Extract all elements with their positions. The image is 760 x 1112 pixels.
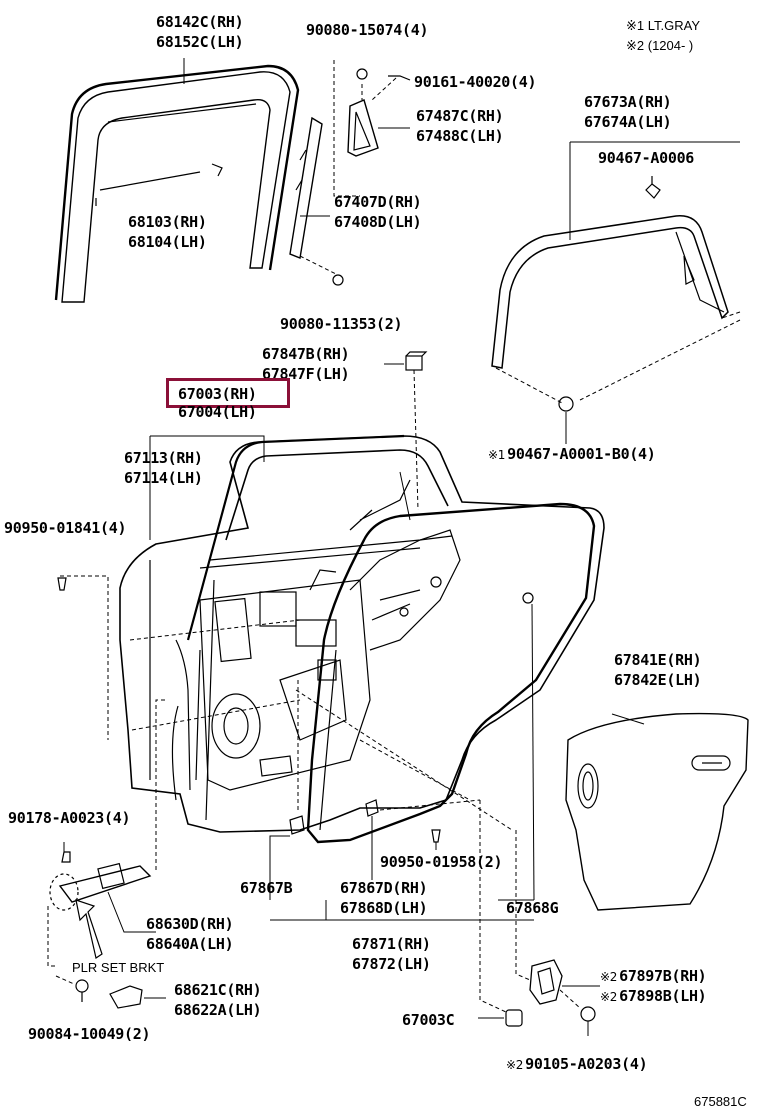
label-90950-01841: 90950-01841(4) [4,519,127,537]
rear-door-panel [60,435,605,833]
mark-2a: ※2 [600,970,618,984]
legend-note-1: ※1 LT.GRAY [626,18,700,33]
label-67487c: 67487C(RH) [416,107,504,125]
label-67842e: 67842E(LH) [614,671,702,689]
service-hole-cover [565,712,749,911]
pad-67003c [478,800,523,1027]
label-67003c: 67003C [402,1011,455,1029]
mark-2b: ※2 [600,990,618,1004]
bracket-67897 [515,830,600,1005]
label-67867b: 67867B [240,879,293,897]
door-glass [61,71,291,303]
label-67847b: 67847B(RH) [262,345,350,363]
highlight-box [166,378,290,408]
label-67841e: 67841E(RH) [614,651,702,669]
division-bar [289,116,344,286]
label-67407d: 67407D(RH) [334,193,422,211]
label-67674a: 67674A(LH) [584,113,672,131]
label-90084-10049: 90084-10049(2) [28,1025,151,1043]
bolt-90105 [559,989,596,1036]
clip-67867d [365,799,379,880]
label-67868g: 67868G [506,899,559,917]
bracket-68621 [109,985,166,1009]
label-67113: 67113(RH) [124,449,203,467]
label-67004: 67004(LH) [178,403,257,421]
label-67408d: 67408D(LH) [334,213,422,231]
mark-2c: ※2 [506,1058,524,1072]
door-opening-weatherstrip [306,502,596,901]
label-90161-40020: 90161-40020(4) [414,73,537,91]
label-plr-set-brkt: PLR SET BRKT [72,960,165,975]
label-67868d: 67868D(LH) [340,899,428,917]
clip-67867b [269,815,305,900]
label-90080-11353: 90080-11353(2) [280,315,403,333]
label-68630d: 68630D(RH) [146,915,234,933]
glass-run-channel [54,58,300,301]
label-90080-15074: 90080-15074(4) [306,21,429,39]
mark-1: ※1 [488,448,506,462]
label-68622a: 68622A(LH) [174,1001,262,1019]
door-check [47,699,166,967]
clip-67847 [384,351,428,511]
label-68103: 68103(RH) [128,213,207,231]
label-90467-a0006: 90467-A0006 [598,149,695,167]
clip-90950-01958 [431,829,441,850]
label-67867d: 67867D(RH) [340,879,428,897]
label-67872: 67872(LH) [352,955,431,973]
clip-90950-01841 [57,577,67,591]
label-67488c: 67488C(LH) [416,127,504,145]
leader-lines [270,899,534,921]
projection-lines [295,689,513,831]
bolt-90084 [55,975,89,1002]
label-67871: 67871(RH) [352,935,431,953]
label-67003: 67003(RH) [178,385,257,403]
label-90178-a0023: 90178-A0023(4) [8,809,131,827]
label-68104: 68104(LH) [128,233,207,251]
drawing-number: 675881C [694,1094,747,1109]
label-68142c: 68142C(RH) [156,13,244,31]
door-weatherstrip-upper [491,141,741,444]
quarter-window-bracket [333,60,411,197]
label-68152c: 68152C(LH) [156,33,244,51]
label-67114: 67114(LH) [124,469,203,487]
door-frame-weatherstrip [149,434,405,641]
label-68621c: 68621C(RH) [174,981,262,999]
label-90950-01958: 90950-01958(2) [380,853,503,871]
legend-note-2: ※2 (1204- ) [626,38,694,53]
label-68640a: 68640A(LH) [146,935,234,953]
label-67673a: 67673A(RH) [584,93,672,111]
